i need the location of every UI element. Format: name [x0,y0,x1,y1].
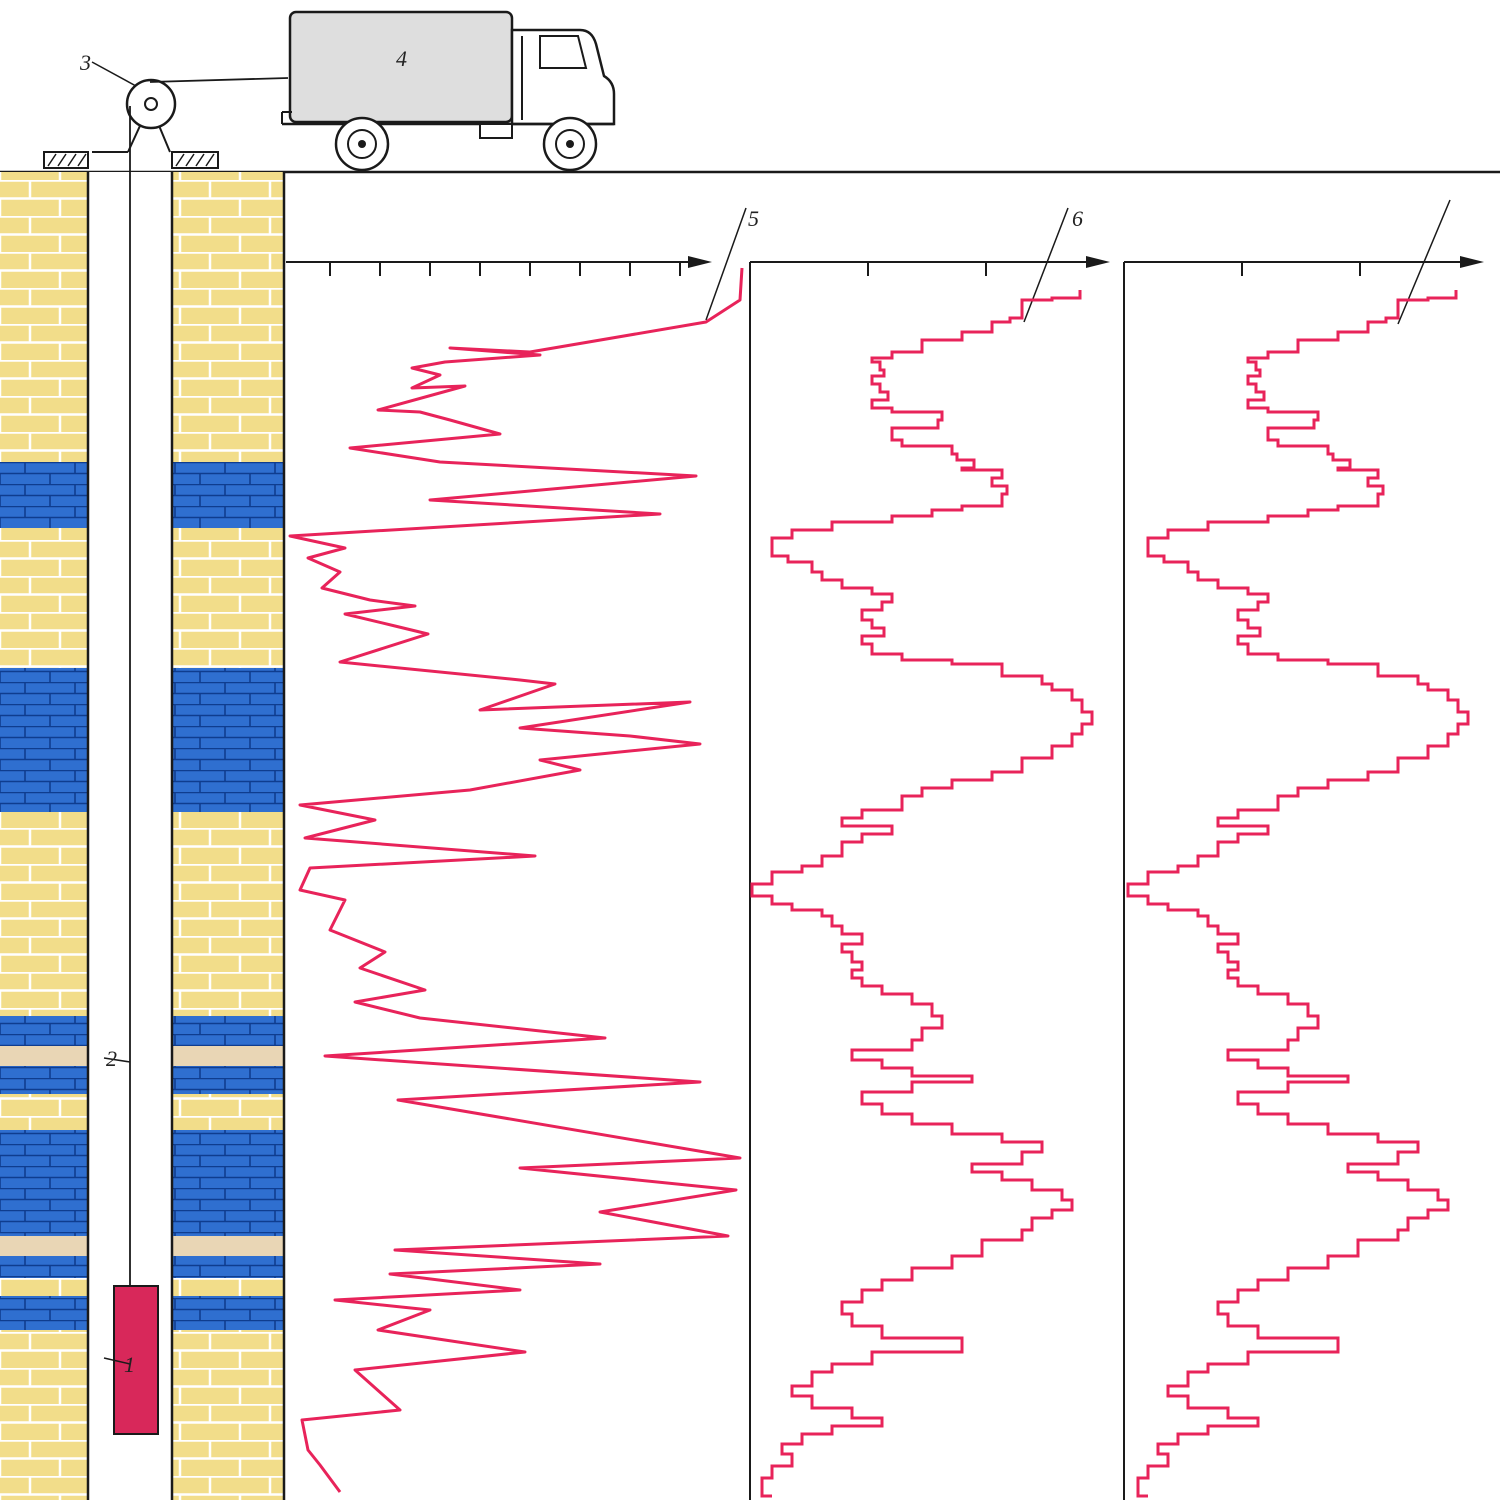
log-curve-c [1126,290,1470,1498]
stratum-layer [0,1256,88,1278]
stratum-layer [172,1236,284,1256]
stratum-layer [0,1330,88,1376]
label-probe: 1 [124,1352,135,1377]
stratum-layer [172,1046,284,1066]
stratum-layer [0,172,88,462]
stratum-layer [172,172,284,462]
callout-leaders [91,61,1451,1365]
label-log-b: 6 [1072,206,1083,231]
log-curve-b [750,290,1094,1498]
axis-arrowhead [688,256,712,268]
stratum-layer [0,668,88,812]
pulley-icon [92,78,177,153]
stratum-layer [0,528,88,668]
label-cable: 2 [106,1046,117,1071]
stratum-layer [172,1330,284,1376]
stratum-layer [172,528,284,668]
stratum-layer [0,812,88,1016]
log-curve-a [288,267,744,1493]
stratum-layer [0,1278,88,1296]
label-pulley: 3 [79,50,91,75]
stratum-layer [0,1236,88,1256]
label-log-a: 5 [748,206,759,231]
stratum-layer [0,1376,88,1500]
cable [129,77,289,1288]
stratum-layer [172,1296,284,1330]
stratum-layer [172,1130,284,1236]
callout-labels: 3 4 2 1 5 6 [79,46,1083,1377]
stratum-layer [172,812,284,1016]
stratum-layer [172,1376,284,1500]
stratum-layer [0,1066,88,1094]
log-track-axes [286,256,1484,1500]
log-curves [288,267,1470,1498]
wellhead-platform [43,151,219,169]
truck-icon [281,10,616,172]
stratum-layer [172,1278,284,1296]
stratum-layer [0,1046,88,1066]
stratum-layer [0,1016,88,1046]
stratum-layer [0,1130,88,1236]
label-truck: 4 [396,46,407,71]
rock-strata [0,172,284,1500]
axis-arrowhead [1086,256,1110,268]
stratum-layer [172,668,284,812]
stratum-layer [172,1066,284,1094]
axis-arrowhead [1460,256,1484,268]
stratum-layer [0,1296,88,1330]
stratum-layer [172,462,284,528]
stratum-layer [172,1094,284,1130]
stratum-layer [172,1256,284,1278]
stratum-layer [172,1016,284,1046]
stratum-layer [0,462,88,528]
probe-icon [113,1285,159,1435]
stratum-layer [0,1094,88,1130]
